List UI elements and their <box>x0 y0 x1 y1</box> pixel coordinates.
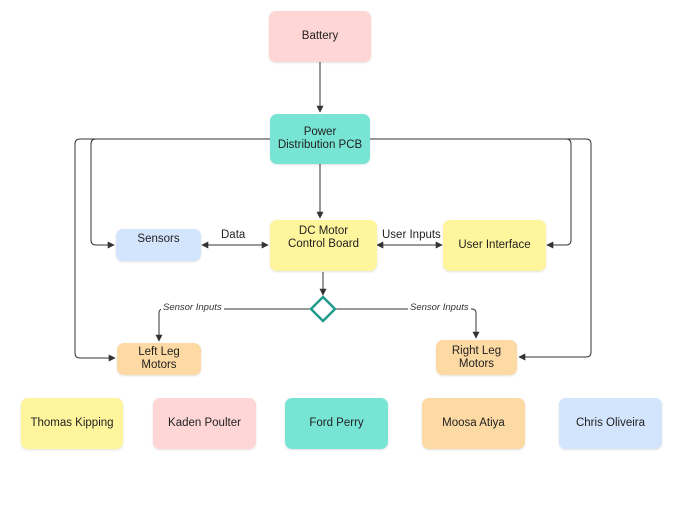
team-member-kaden-poulter[interactable]: Kaden Poulter <box>153 398 256 449</box>
edge-decision-to-left-leg <box>155 308 311 342</box>
edge-label-sensor-inputs-right: Sensor Inputs <box>408 302 471 313</box>
edge-label-user-inputs: User Inputs <box>380 229 443 241</box>
right-leg-motors-node[interactable]: Right Leg Motors <box>436 340 517 375</box>
battery-node[interactable]: Battery <box>269 11 371 62</box>
dc-motor-control-board-node[interactable]: DC Motor Control Board <box>270 220 377 271</box>
edge-pcb-to-left-leg <box>74 138 270 362</box>
power-distribution-pcb-node[interactable]: Power Distribution PCB <box>270 114 370 164</box>
left-leg-motors-node[interactable]: Left Leg Motors <box>117 343 201 375</box>
team-member-chris-oliveira[interactable]: Chris Oliveira <box>559 398 662 449</box>
team-member-thomas-kipping[interactable]: Thomas Kipping <box>21 398 123 449</box>
team-member-moosa-atiya[interactable]: Moosa Atiya <box>422 398 525 449</box>
team-member-ford-perry[interactable]: Ford Perry <box>285 398 388 449</box>
user-interface-node[interactable]: User Interface <box>443 220 546 271</box>
edge-pcb-to-right-leg <box>370 138 592 361</box>
edge-decision-to-right-leg <box>335 308 480 339</box>
edge-label-data: Data <box>219 229 248 241</box>
decision-diamond <box>309 295 337 323</box>
sensors-node[interactable]: Sensors <box>116 229 201 261</box>
edge-label-sensor-inputs-left: Sensor Inputs <box>161 302 224 313</box>
